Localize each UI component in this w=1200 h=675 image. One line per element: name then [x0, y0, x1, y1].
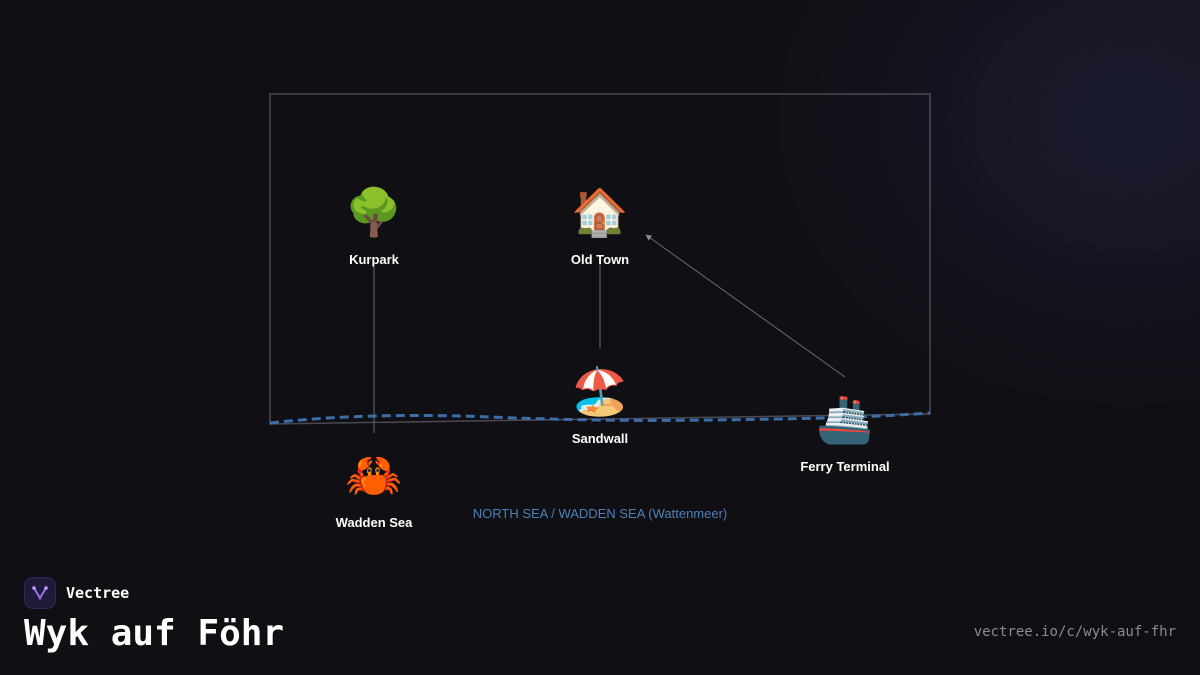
poi-kurpark[interactable]: 🌳 Kurpark	[345, 184, 402, 267]
ship-icon: 🚢	[816, 392, 873, 446]
poi-label-ferry-terminal: Ferry Terminal	[800, 459, 889, 474]
poi-label-old-town: Old Town	[571, 252, 629, 267]
connector-ferry-old-town	[645, 234, 846, 378]
coastline	[269, 411, 931, 425]
page-title: Wyk auf Föhr	[24, 613, 285, 654]
poi-ferry-terminal[interactable]: 🚢 Ferry Terminal	[800, 392, 889, 474]
brand-name: Vectree	[66, 584, 130, 602]
poi-wadden-sea[interactable]: 🦀 Wadden Sea	[336, 448, 414, 530]
crab-icon: 🦀	[345, 448, 402, 502]
poi-sandwall[interactable]: 🏖️ Sandwall	[571, 364, 628, 446]
house-icon: 🏠	[571, 185, 628, 239]
beach-umbrella-icon: 🏖️	[571, 364, 628, 418]
vectree-logo-icon	[24, 577, 56, 609]
deciduous-tree-icon: 🌳	[345, 184, 402, 239]
poi-label-wadden-sea: Wadden Sea	[336, 515, 414, 530]
sea-label: NORTH SEA / WADDEN SEA (Wattenmeer)	[473, 506, 728, 521]
brand[interactable]: Vectree	[24, 577, 129, 609]
page-url[interactable]: vectree.io/c/wyk-auf-fhr	[973, 624, 1176, 640]
poi-label-kurpark: Kurpark	[349, 252, 400, 267]
poi-label-sandwall: Sandwall	[572, 431, 628, 446]
poi-old-town[interactable]: 🏠 Old Town	[571, 185, 629, 267]
